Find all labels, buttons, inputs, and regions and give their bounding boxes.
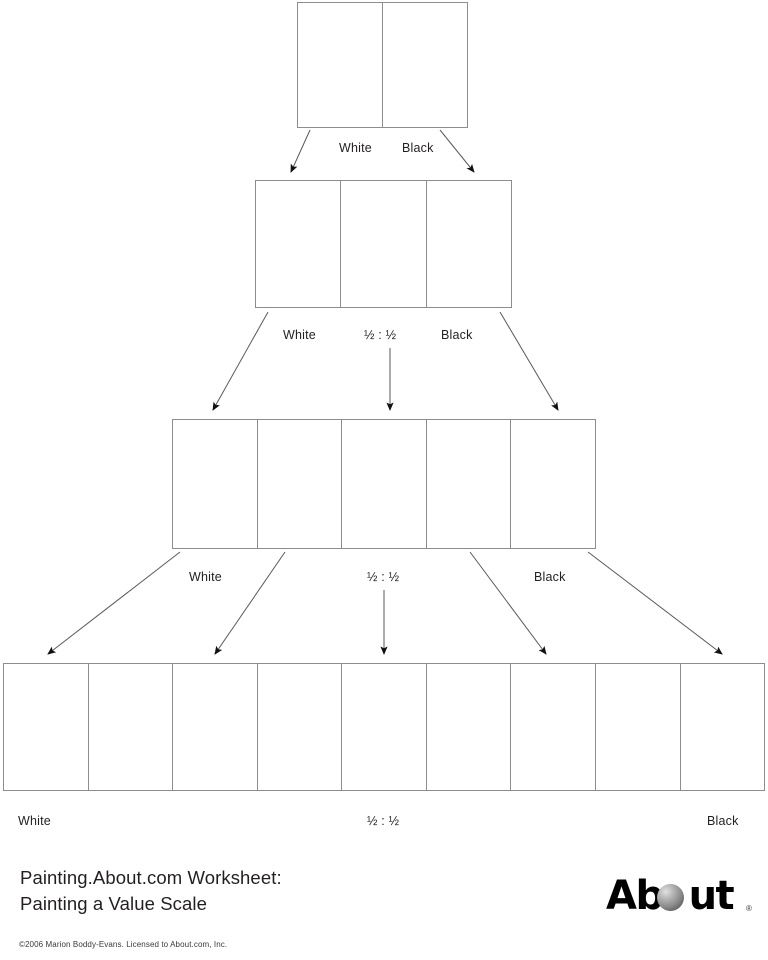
label-row2-half: ½ : ½ [364,328,397,342]
arrow-r3-black [587,551,723,655]
registered-trademark-icon: ® [746,904,752,913]
arrow-r2-black [499,311,559,411]
label-row2-white: White [283,328,316,342]
value-cell[interactable] [173,664,258,790]
value-cell[interactable] [383,3,467,127]
value-cell[interactable] [173,420,258,548]
value-cell[interactable] [426,420,512,548]
arrow-r1-white [290,129,311,173]
sphere-icon [657,884,684,911]
arrow-r3-white [47,551,181,655]
label-row3-half: ½ : ½ [367,570,400,584]
value-cell[interactable] [88,664,174,790]
worksheet-title-line-2: Painting a Value Scale [20,893,207,914]
arrow-r3-mid-right [469,551,547,655]
arrow-r2-white [212,311,269,411]
value-cell[interactable] [595,664,681,790]
value-cell[interactable] [511,420,595,548]
about-wordmark-after: ut [688,873,735,919]
value-scale-row-4 [3,663,765,791]
value-cell[interactable] [342,664,427,790]
label-row1-white: White [339,141,372,155]
value-cell[interactable] [426,664,512,790]
value-cell[interactable] [257,664,343,790]
value-cell[interactable] [298,3,383,127]
label-row4-black: Black [707,814,739,828]
label-row4-white: White [18,814,51,828]
value-cell[interactable] [256,181,342,307]
worksheet-title-line-1: Painting.About.com Worksheet: [20,867,282,888]
worksheet-title: Painting.About.com Worksheet: Painting a… [20,865,282,917]
about-wordmark-before: Ab [606,873,664,919]
label-row2-black: Black [441,328,473,342]
label-row3-white: White [189,570,222,584]
value-cell[interactable] [342,420,427,548]
label-row4-half: ½ : ½ [367,814,400,828]
value-cell[interactable] [426,181,511,307]
value-scale-row-3 [172,419,596,549]
copyright-notice: ©2006 Marion Boddy-Evans. Licensed to Ab… [19,940,228,949]
value-cell[interactable] [511,664,596,790]
about-wordmark: About [606,873,735,919]
value-cell[interactable] [341,181,427,307]
value-scale-row-1 [297,2,468,128]
label-row1-black: Black [402,141,434,155]
value-scale-row-2 [255,180,512,308]
value-cell[interactable] [4,664,89,790]
value-cell[interactable] [680,664,765,790]
about-logo: About ® [606,874,756,918]
value-cell[interactable] [257,420,343,548]
arrow-r3-mid-left [214,551,286,655]
label-row3-black: Black [534,570,566,584]
arrow-r1-black [439,129,475,173]
